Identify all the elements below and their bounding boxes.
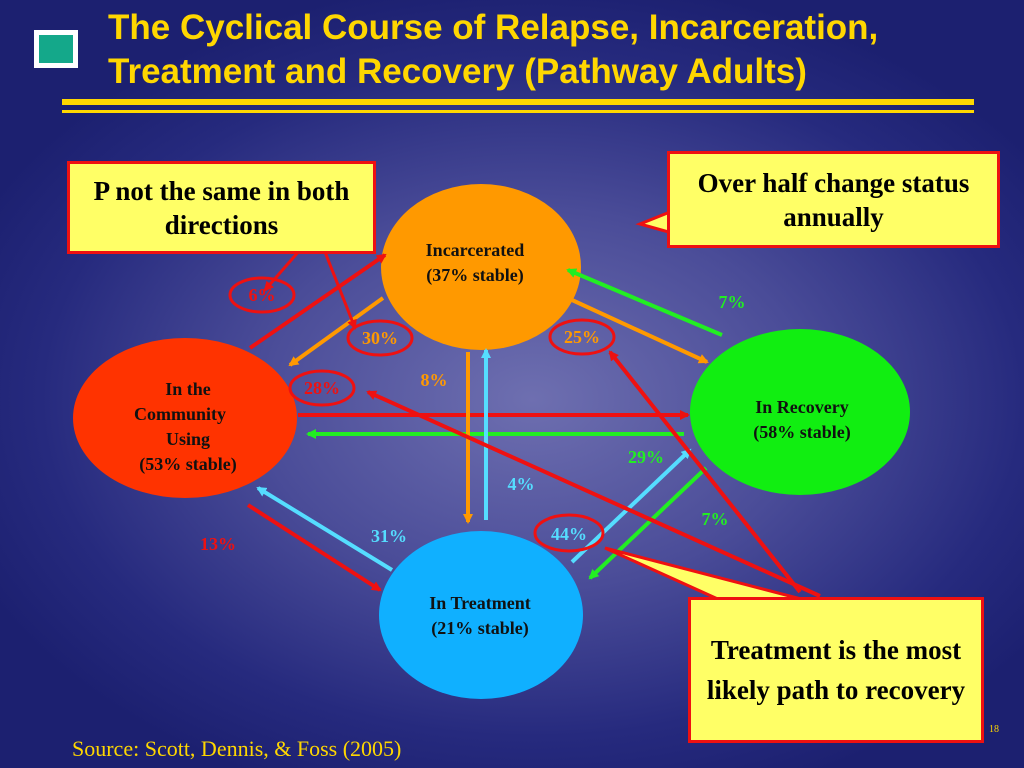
arrow-incarcerated-to-community (288, 296, 385, 367)
edge-label-7-bottom: 7% (702, 509, 729, 529)
ring-30 (346, 319, 414, 357)
edge-label-28: 28% (304, 378, 340, 398)
arrow-recovery-path-25 (608, 350, 802, 594)
arrow-community-to-incarcerated (248, 253, 387, 350)
source-citation: Source: Scott, Dennis, & Foss (2005) (72, 736, 402, 761)
ring-25 (548, 318, 616, 356)
node-community-label-1: In the (165, 379, 211, 399)
edge-label-30: 30% (362, 328, 398, 348)
callout-pointer-p-2 (323, 251, 357, 330)
callout-over-half: Over half change status annually (667, 151, 1000, 248)
edge-label-6: 6% (249, 285, 276, 305)
node-incarcerated-label-1: Incarcerated (426, 240, 525, 260)
arrow-recovery-to-community-28 (366, 390, 821, 598)
title-rule-thin (62, 110, 974, 113)
node-community-label-2: Community (134, 404, 226, 424)
node-treatment (379, 531, 583, 699)
callout-treatment-likely: Treatment is the most likely path to rec… (688, 597, 984, 743)
arrow-community-to-treatment (246, 503, 382, 592)
arrow-treatment-to-recovery (570, 448, 692, 564)
edge-label-29: 29% (628, 447, 664, 467)
node-incarcerated-label-2: (37% stable) (426, 265, 524, 286)
node-treatment-label-2: (21% stable) (431, 618, 529, 639)
edge-label-4: 4% (508, 474, 535, 494)
edge-label-31: 31% (371, 526, 407, 546)
ring-28 (288, 369, 356, 407)
callout-pointer-p-1 (263, 249, 302, 292)
node-recovery-label-2: (58% stable) (753, 422, 851, 443)
node-recovery (690, 329, 910, 495)
node-incarcerated (381, 184, 581, 350)
arrow-recovery-to-treatment (588, 466, 708, 580)
arrow-incarcerated-to-recovery (571, 298, 709, 364)
title-bullet (34, 30, 78, 68)
edge-label-13: 13% (200, 534, 236, 554)
node-community (73, 338, 297, 498)
title-rule-thick (62, 99, 974, 105)
node-community-label-3: Using (166, 429, 210, 449)
node-treatment-label-1: In Treatment (429, 593, 531, 613)
edge-label-25: 25% (564, 327, 600, 347)
arrow-recovery-to-incarcerated (566, 268, 723, 337)
ring-6 (228, 276, 296, 314)
arrow-treatment-to-community (256, 486, 394, 572)
node-community-label-4: (53% stable) (139, 454, 237, 475)
node-recovery-label-1: In Recovery (755, 397, 848, 417)
ring-44 (533, 513, 605, 553)
edge-label-8: 8% (421, 370, 448, 390)
edge-label-7-top: 7% (719, 292, 746, 312)
page-title: The Cyclical Course of Relapse, Incarcer… (108, 8, 879, 91)
callout-p-not-same: P not the same in both directions (67, 161, 376, 254)
edge-label-44: 44% (551, 524, 587, 544)
page-number: 18 (989, 724, 999, 735)
